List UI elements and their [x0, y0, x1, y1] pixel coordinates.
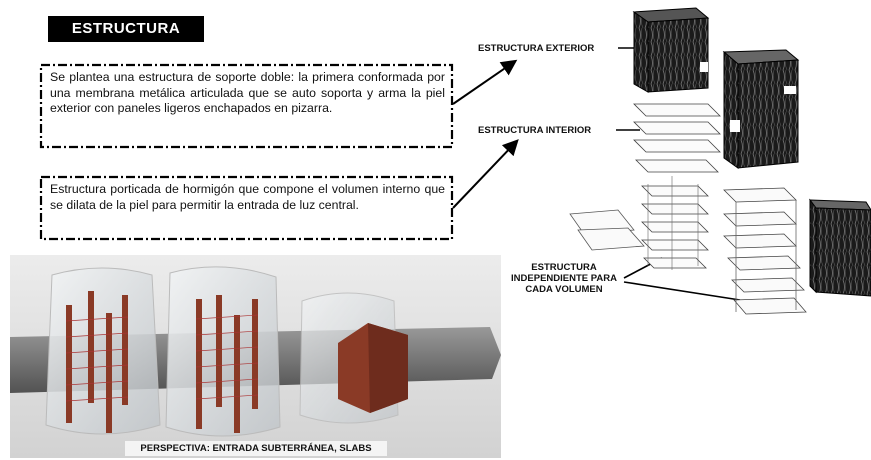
glass-volume-2 [165, 266, 281, 437]
arrow-to-interior-label [452, 139, 519, 209]
exploded-axonometric [569, 7, 871, 315]
concrete-frame-1 [66, 291, 128, 433]
note-frame [39, 63, 454, 149]
right-slab-stack [723, 187, 807, 315]
solid-volume-3 [338, 323, 408, 413]
concrete-frame-2 [196, 295, 258, 433]
side-slabs [569, 209, 645, 251]
glass-volume-1 [45, 267, 161, 435]
exterior-skin-block-2 [722, 49, 800, 169]
slab-lines-1 [65, 316, 129, 402]
note-text-interior: Estructura porticada de hormigón que com… [50, 182, 445, 212]
leader-independent-b [623, 281, 741, 301]
label-line: ESTRUCTURA [531, 262, 597, 273]
slab-lines-2 [195, 314, 259, 400]
label-line: CADA VOLUMEN [525, 284, 603, 295]
label-interior-structure: ESTRUCTURA INTERIOR [478, 125, 592, 136]
exterior-skin-block-3 [808, 198, 871, 297]
section-title: ESTRUCTURA [48, 16, 204, 42]
note-text-exterior: Se plantea una estructura de soporte dob… [50, 70, 445, 115]
label-line: INDEPENDIENTE PARA [511, 273, 617, 284]
note-frame [39, 175, 454, 241]
interior-slab-stack [633, 103, 721, 269]
interior-frame-wires [647, 176, 699, 270]
note-box-exterior: Se plantea una estructura de soporte dob… [39, 63, 454, 149]
exterior-skin-block-1 [632, 7, 710, 93]
arrow-to-exterior-label [452, 59, 518, 105]
label-exterior-structure: ESTRUCTURA EXTERIOR [478, 43, 595, 54]
label-independent-structure: ESTRUCTURA INDEPENDIENTE PARA CADA VOLUM… [505, 262, 623, 295]
perspective-render [10, 255, 501, 458]
perspective-caption: PERSPECTIVA: ENTRADA SUBTERRÁNEA, SLABS [125, 441, 387, 456]
note-box-interior: Estructura porticada de hormigón que com… [39, 175, 454, 241]
